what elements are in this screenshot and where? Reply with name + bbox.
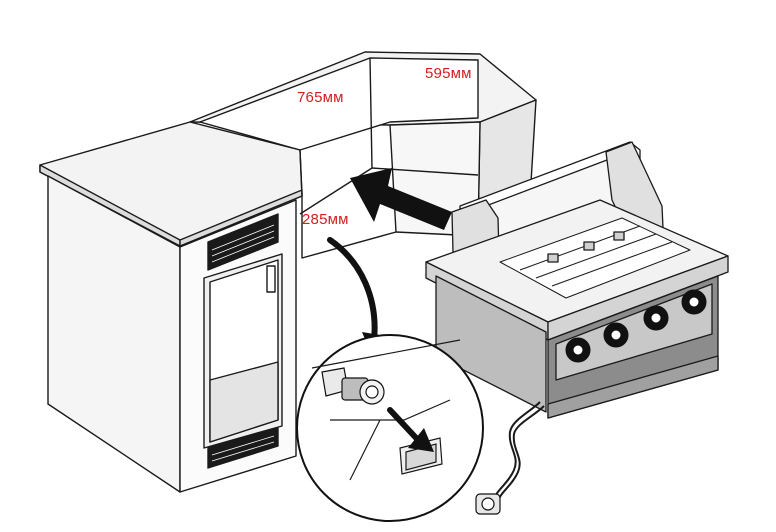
burner-tubes bbox=[547, 231, 625, 263]
insert-arrow-icon bbox=[350, 168, 452, 230]
width-dimension-label: 765мм bbox=[297, 89, 344, 106]
control-knobs bbox=[565, 289, 707, 363]
control-knob-icon bbox=[681, 289, 707, 315]
gas-hose bbox=[493, 401, 545, 503]
built-in-grill bbox=[425, 141, 729, 419]
connect-arrow-icon bbox=[387, 407, 421, 443]
lower-vent-grille bbox=[207, 427, 279, 469]
grill-grates bbox=[499, 217, 691, 299]
height-dimension-label: 285мм bbox=[302, 211, 349, 228]
gas-regulator-icon bbox=[475, 493, 501, 515]
curved-pointer-icon bbox=[327, 237, 378, 343]
depth-dimension-label: 595мм bbox=[425, 65, 472, 82]
control-knob-icon bbox=[565, 337, 591, 363]
outdoor-kitchen-cabinet bbox=[39, 51, 537, 493]
control-knob-icon bbox=[603, 322, 629, 348]
valve-icon bbox=[321, 367, 385, 405]
gas-connection-detail bbox=[296, 334, 484, 522]
control-knob-icon bbox=[643, 305, 669, 331]
door-handle bbox=[266, 265, 276, 293]
upper-vent-grille bbox=[207, 213, 279, 271]
